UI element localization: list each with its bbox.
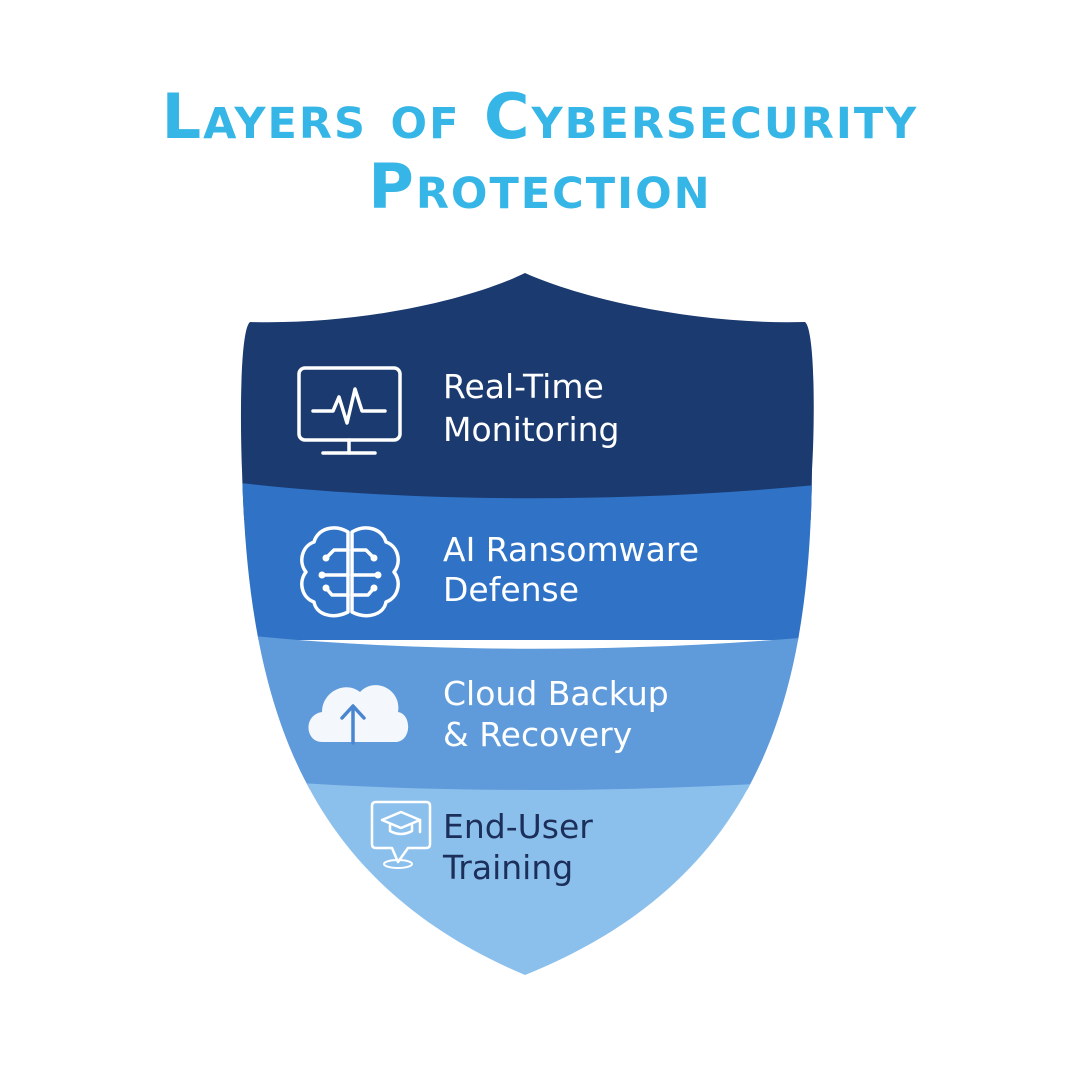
- title-line-2: Protection: [368, 150, 712, 223]
- svg-text:Cloud Backup & Recovery: Cloud Backup & Recovery: [443, 674, 679, 754]
- layer-4-label-line-2: Training: [442, 848, 573, 887]
- layer-2-label-line-1: AI Ransomware: [443, 530, 699, 569]
- layer-2-label-line-2: Defense: [443, 570, 579, 609]
- svg-text:Real-Time Monitoring: Real-Time Monitoring: [443, 367, 619, 449]
- layer-1-label-line-2: Monitoring: [443, 410, 619, 449]
- title-line-1: Layers of Cybersecurity: [161, 80, 919, 153]
- monitor-heartbeat-icon: [297, 366, 402, 455]
- layer-1-label-line-1: Real-Time: [443, 367, 604, 406]
- page-title: Layers of Cybersecurity Protection: [0, 82, 1080, 222]
- svg-text:AI Ransomware Defense: AI Ransomware Defense: [443, 530, 710, 609]
- cloud-upload-icon: [308, 685, 409, 745]
- layer-band-3: [240, 630, 814, 790]
- layer-3-label-line-1: Cloud Backup: [443, 674, 669, 713]
- layer-band-2: [240, 478, 814, 640]
- graduation-cap-icon: [370, 800, 432, 864]
- layer-3-label-line-2: & Recovery: [443, 715, 632, 754]
- layer-4-label-line-1: End-User: [443, 807, 593, 846]
- svg-text:End-User Training: End-User Training: [442, 807, 603, 887]
